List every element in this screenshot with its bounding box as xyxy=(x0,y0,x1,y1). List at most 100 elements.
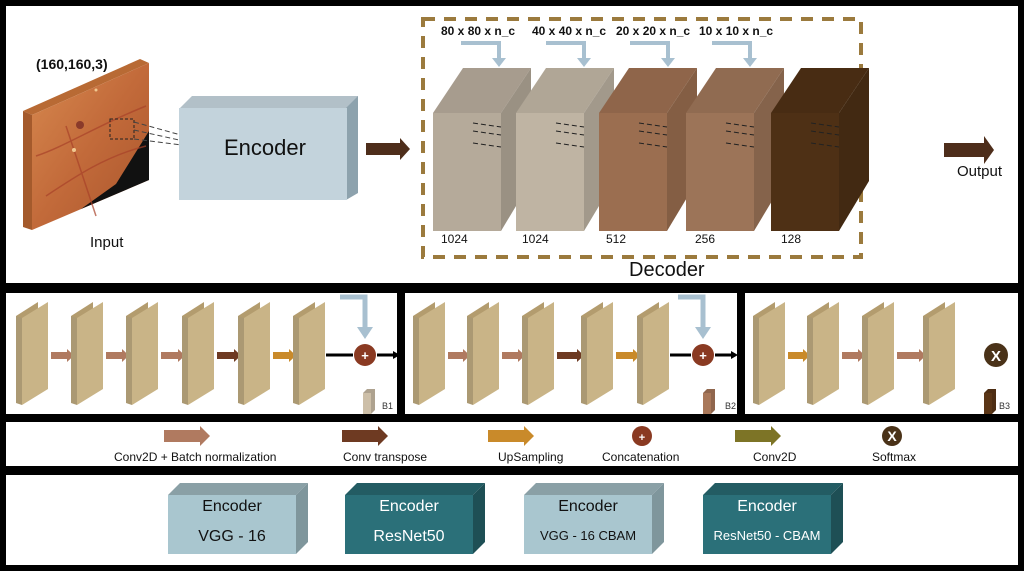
skip-label: 10 x 10 x n_c xyxy=(699,24,774,38)
encoder-option-title: Encoder xyxy=(737,498,797,515)
block-b2-graphics: + xyxy=(413,294,738,414)
op-arrow-conv_transpose xyxy=(557,349,584,362)
block-panel-b3: X B3 xyxy=(745,293,1018,414)
input-image xyxy=(23,59,207,230)
skip-connection-arrow xyxy=(546,41,591,67)
block-panel-b1: + B1 xyxy=(6,293,400,414)
svg-text:+: + xyxy=(361,348,369,363)
connection-line xyxy=(725,122,755,128)
skip-connection-arrow xyxy=(712,41,757,67)
op-arrow-conv_bn xyxy=(842,349,865,362)
decoder-label: Decoder xyxy=(629,259,705,281)
decoder-block xyxy=(686,68,784,231)
softmax-node: X xyxy=(984,343,1008,367)
legend-label: Conv2D + Batch normalization xyxy=(114,450,277,464)
feature-map xyxy=(807,302,839,405)
feature-map xyxy=(238,302,270,405)
svg-text:+: + xyxy=(639,432,645,444)
decoder-block xyxy=(599,68,697,231)
op-arrow-conv_bn xyxy=(502,349,525,362)
legend-conv2d-icon xyxy=(735,426,781,446)
legend-label: UpSampling xyxy=(498,450,564,464)
skip-connection-arrow xyxy=(630,41,675,67)
filter-count: 1024 xyxy=(441,232,468,246)
op-arrow-conv_bn xyxy=(897,349,926,362)
feature-map xyxy=(522,302,554,405)
connection-line xyxy=(810,142,840,148)
skip-label: 20 x 20 x n_c xyxy=(616,24,691,38)
connection-line xyxy=(555,130,585,136)
input-shape-label: (160,160,3) xyxy=(36,56,108,72)
concatenation-node: + xyxy=(326,344,400,366)
architecture-graphics xyxy=(23,17,994,259)
feature-map xyxy=(16,302,48,405)
skip-label: 80 x 80 x n_c xyxy=(441,24,516,38)
encoder-option-3 xyxy=(524,483,664,554)
block-name: B2 xyxy=(725,401,737,411)
block-name: B3 xyxy=(999,401,1011,411)
connection-line xyxy=(725,130,755,136)
connection-line xyxy=(638,130,668,136)
skip-connection-arrow xyxy=(461,41,506,67)
encoder-option-title: Encoder xyxy=(379,498,439,515)
legend-conv_bn-icon xyxy=(164,426,210,446)
encoder-option-2 xyxy=(345,483,485,554)
connection-line xyxy=(638,122,668,128)
filter-count: 256 xyxy=(695,232,716,246)
op-arrow-conv_bn xyxy=(51,349,74,362)
op-arrow-conv_bn xyxy=(161,349,185,362)
feature-map xyxy=(637,302,669,405)
output-label: Output xyxy=(957,163,1003,180)
op-arrow-conv_bn xyxy=(106,349,129,362)
decoder-block xyxy=(771,68,869,231)
op-arrow-conv_transpose xyxy=(217,349,241,362)
op-arrow-upsampling xyxy=(273,349,296,362)
legend-conv_transpose-icon xyxy=(342,426,388,446)
encoder-option-name: ResNet50 xyxy=(373,528,445,545)
feature-map xyxy=(293,302,325,405)
connection-line xyxy=(638,142,668,148)
block-name: B1 xyxy=(382,401,394,411)
filter-count: 1024 xyxy=(522,232,549,246)
filter-count: 512 xyxy=(606,232,627,246)
legend-label: Concatenation xyxy=(602,450,680,464)
output-arrow xyxy=(944,136,994,164)
connection-line xyxy=(472,130,502,136)
feature-map xyxy=(753,302,785,405)
input-label: Input xyxy=(90,234,124,251)
svg-text:X: X xyxy=(887,428,897,444)
encoder-option-4 xyxy=(703,483,843,554)
connection-line xyxy=(472,122,502,128)
connection-line xyxy=(472,142,502,148)
op-arrow-upsampling xyxy=(788,349,810,362)
legend-panel: +X Conv2D + Batch normalization Conv tra… xyxy=(6,422,1018,466)
block-b3-graphics: X xyxy=(753,302,1008,414)
legend-upsampling-icon xyxy=(488,426,534,446)
skip-connection-arrow xyxy=(678,294,711,339)
filter-count: 128 xyxy=(781,232,802,246)
legend-graphics: +X xyxy=(164,426,902,446)
feature-map xyxy=(467,302,499,405)
feature-map xyxy=(71,302,103,405)
architecture-panel: (160,160,3) Input Encoder Decoder Output… xyxy=(6,6,1018,283)
block-b1-graphics: + xyxy=(16,294,400,414)
block-panel-b2: + B2 xyxy=(405,293,738,414)
feature-map xyxy=(581,302,613,405)
encoder-option-name: VGG - 16 CBAM xyxy=(539,528,637,543)
svg-text:+: + xyxy=(699,348,707,363)
flow-arrow xyxy=(366,138,410,160)
legend-label: Conv2D xyxy=(753,450,797,464)
block-swatch xyxy=(363,389,375,414)
concatenation-node: + xyxy=(670,344,738,366)
block-swatch xyxy=(703,389,715,414)
connection-line xyxy=(725,142,755,148)
encoder-option-name: ResNet50 - CBAM xyxy=(713,528,821,543)
legend-softmax-icon: X xyxy=(882,426,902,446)
feature-map xyxy=(862,302,894,405)
encoder-option-title: Encoder xyxy=(558,498,618,515)
op-arrow-upsampling xyxy=(616,349,640,362)
feature-map xyxy=(126,302,158,405)
legend-label: Conv transpose xyxy=(343,450,428,464)
connection-line xyxy=(555,142,585,148)
